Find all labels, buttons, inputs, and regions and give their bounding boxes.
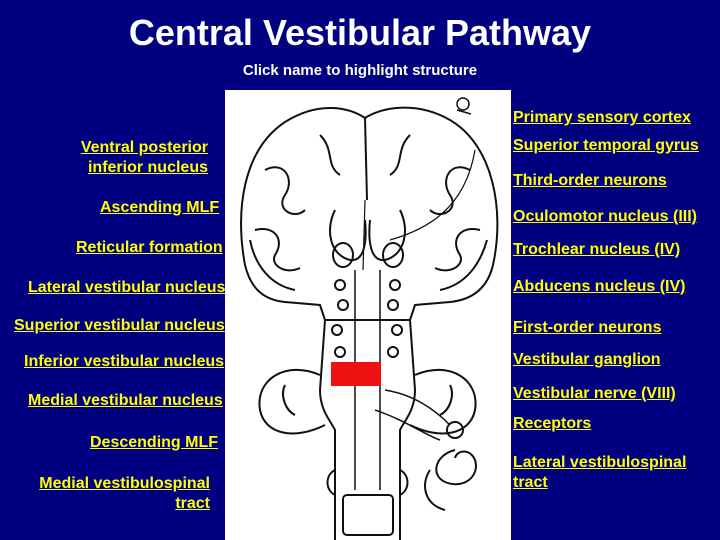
label-superior-temporal-gyrus[interactable]: Superior temporal gyrus (513, 137, 699, 154)
label-lateral-vestibulospinal-tract[interactable]: Lateral vestibulospinal tract (513, 454, 687, 491)
label-lateral-vestibular-nucleus[interactable]: Lateral vestibular nucleus (28, 279, 226, 296)
label-receptors[interactable]: Receptors (513, 415, 592, 432)
label-trochlear-nucleus[interactable]: Trochlear nucleus (IV) (513, 241, 681, 258)
label-oculomotor-nucleus[interactable]: Oculomotor nucleus (III) (513, 208, 698, 225)
page-title: Central Vestibular Pathway (128, 12, 592, 53)
label-medial-vestibulospinal-tract[interactable]: Medial vestibulospinal tract (39, 475, 210, 512)
brain-diagram (225, 90, 511, 540)
label-third-order-neurons[interactable]: Third-order neurons (513, 172, 667, 189)
label-medial-vestibular-nucleus[interactable]: Medial vestibular nucleus (28, 392, 223, 409)
label-first-order-neurons[interactable]: First-order neurons (513, 319, 662, 336)
label-ventral-posterior-inferior-nucleus[interactable]: Ventral posterior inferior nucleus (80, 139, 208, 176)
label-inferior-vestibular-nucleus[interactable]: Inferior vestibular nucleus (24, 353, 225, 370)
instruction-text: Click name to highlight structure (242, 62, 478, 79)
label-descending-mlf[interactable]: Descending MLF (90, 434, 219, 451)
highlight-marker (331, 362, 381, 386)
label-abducens-nucleus[interactable]: Abducens nucleus (IV) (513, 278, 686, 295)
label-vestibular-ganglion[interactable]: Vestibular ganglion (513, 351, 661, 368)
label-reticular-formation[interactable]: Reticular formation (76, 239, 223, 256)
label-vestibular-nerve[interactable]: Vestibular nerve (VIII) (513, 385, 676, 402)
label-superior-vestibular-nucleus[interactable]: Superior vestibular nucleus (14, 317, 225, 334)
vestibular-pathway-illustration (240, 97, 499, 540)
label-ascending-mlf[interactable]: Ascending MLF (100, 199, 220, 216)
label-primary-sensory-cortex[interactable]: Primary sensory cortex (513, 109, 691, 126)
